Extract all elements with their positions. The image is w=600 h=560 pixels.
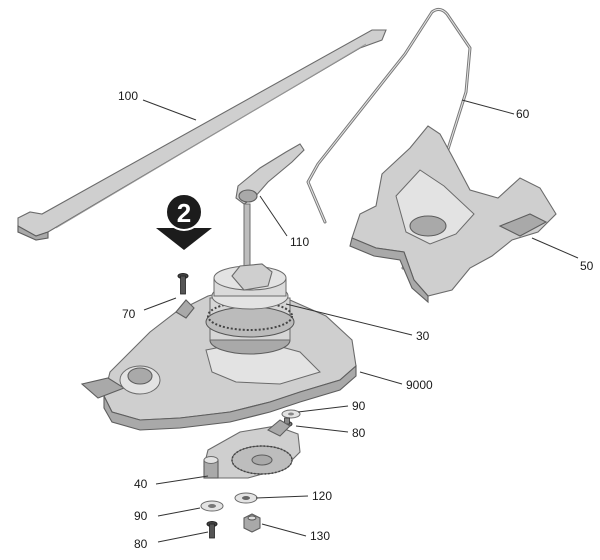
step-indicator: 2 [156,193,212,250]
callout-100: 100 [118,89,138,103]
part-130-nut [243,513,261,533]
part-70-screw [177,273,189,295]
callout-130: 130 [310,529,330,543]
callout-110: 110 [290,235,309,249]
leader-lines [142,99,579,543]
callout-50: 50 [580,259,594,273]
step-number: 2 [177,198,191,228]
part-90-washer-lower [200,500,224,512]
part-50-bracket [349,125,557,304]
part-60-wire-bail [306,7,472,270]
callout-9000: 9000 [406,378,433,392]
callout-30: 30 [416,329,430,343]
part-90-washer-upper [281,409,301,419]
callout-40: 40 [134,477,148,491]
part-100-strap [17,29,387,241]
callout-80-lower: 80 [134,537,148,551]
part-80-screw-lower [206,521,218,539]
part-120-washer [234,492,258,504]
part-40-gear-plate [203,419,301,479]
callout-90-upper: 90 [352,399,366,413]
part-30-dial [205,263,295,355]
callout-80-upper: 80 [352,426,366,440]
callout-labels: 100 60 110 50 70 30 9000 90 80 40 120 90… [118,89,594,551]
callout-120: 120 [312,489,332,503]
callout-90-lower: 90 [134,509,148,523]
callout-70: 70 [122,307,136,321]
callout-60: 60 [516,107,530,121]
